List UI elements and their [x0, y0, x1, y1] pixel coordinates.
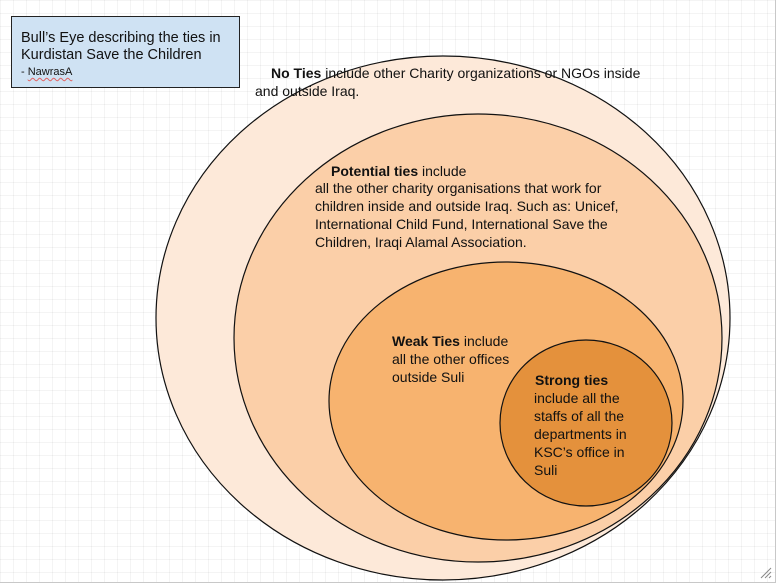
no-ties-label-line2: and outside Iraq. [255, 83, 360, 99]
weak-ties-desc: all the other offices outside Suli [392, 351, 510, 385]
strong-ties-label: Strong ties [535, 371, 608, 389]
title-line-1: Bull’s Eye describing the ties in [21, 30, 221, 46]
strong-ties-desc: include all the staffs of all the depart… [534, 390, 627, 478]
potential-ties-label: Potential ties include [331, 163, 467, 179]
no-ties-heading: No Ties [271, 65, 322, 81]
no-ties-label: No Ties include other Charity organizati… [271, 65, 641, 81]
strong-ties-ring [499, 339, 673, 507]
strong-ties-heading: Strong ties [535, 372, 609, 388]
author-line: - NawrasA [21, 66, 73, 78]
title-box: Bull’s Eye describing the ties in Kurdis… [11, 16, 240, 88]
author-name: NawrasA [27, 66, 73, 78]
weak-ties-label: Weak Ties include [392, 333, 509, 349]
weak-ties-heading: Weak Ties [392, 333, 460, 349]
resize-handle-icon[interactable] [758, 565, 772, 579]
potential-ties-heading: Potential ties [331, 163, 419, 179]
title-line-2: Kurdistan Save the Children [21, 47, 202, 63]
potential-ties-desc: all the other charity organisations that… [315, 180, 619, 250]
